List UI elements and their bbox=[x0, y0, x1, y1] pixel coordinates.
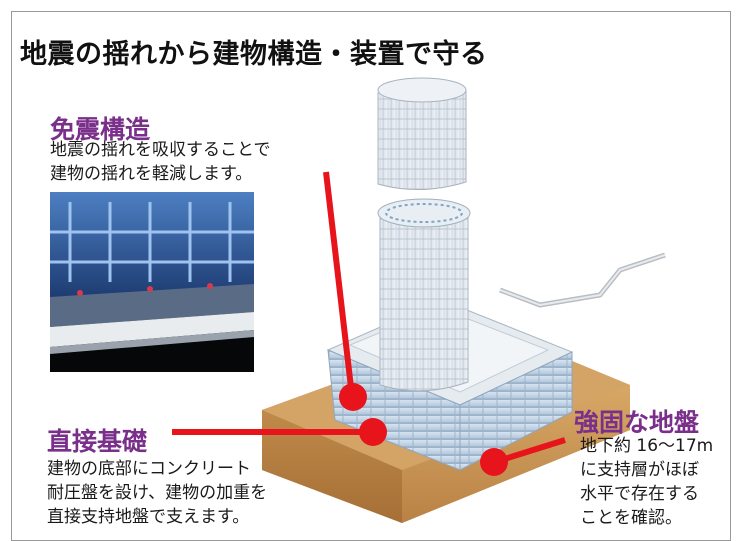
tower-lower bbox=[377, 198, 471, 392]
page-title: 地震の揺れから建物構造・装置で守る bbox=[20, 39, 488, 70]
pointer-seismic-isolation bbox=[323, 171, 367, 411]
pointer-marker bbox=[339, 383, 367, 411]
desc-seismic-isolation-line-1: 地震の揺れを吸収することで bbox=[50, 140, 271, 160]
desc-solid-ground-line-1: 地下約 16〜17m bbox=[580, 436, 714, 456]
desc-direct-foundation-line-3: 直接支持地盤で支えます。 bbox=[47, 507, 250, 527]
desc-solid-ground-line-3: 水平で存在する bbox=[580, 484, 699, 504]
heading-seismic-isolation: 免震構造 bbox=[50, 115, 151, 144]
pointer-direct-foundation bbox=[172, 418, 387, 446]
tower-upper bbox=[377, 77, 467, 190]
isolation-device-photo bbox=[50, 192, 254, 372]
heading-solid-ground: 強固な地盤 bbox=[574, 408, 700, 437]
pointer-marker bbox=[480, 448, 508, 476]
desc-seismic-isolation-line-2: 建物の揺れを軽減します。 bbox=[50, 164, 253, 184]
desc-direct-foundation-line-1: 建物の底部にコンクリート bbox=[47, 459, 251, 479]
pointer-marker bbox=[359, 418, 387, 446]
desc-direct-foundation-line-2: 耐圧盤を設け、建物の加重を bbox=[47, 483, 268, 503]
utility-pipe bbox=[499, 252, 666, 308]
desc-solid-ground-line-2: に支持層がほぼ bbox=[580, 460, 699, 480]
pointer-solid-ground bbox=[480, 437, 566, 476]
heading-direct-foundation: 直接基礎 bbox=[47, 427, 148, 456]
desc-solid-ground-line-4: ことを確認。 bbox=[580, 508, 682, 528]
